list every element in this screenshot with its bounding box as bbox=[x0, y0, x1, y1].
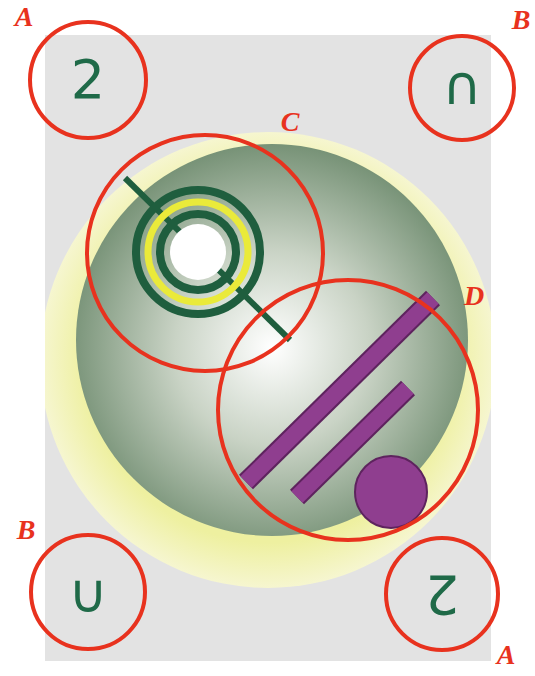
callout-letter: D bbox=[464, 282, 484, 310]
card-index: 2 bbox=[71, 53, 105, 107]
card-suit: ∪ bbox=[68, 567, 108, 621]
callout-letter: B bbox=[17, 516, 36, 544]
callout-letter: C bbox=[281, 108, 300, 136]
card-index: 2 bbox=[425, 567, 459, 621]
callout-letter: B bbox=[512, 6, 531, 34]
card-suit: ∩ bbox=[442, 59, 482, 113]
callout-letter: A bbox=[15, 3, 34, 31]
callout-letter: A bbox=[497, 641, 516, 669]
